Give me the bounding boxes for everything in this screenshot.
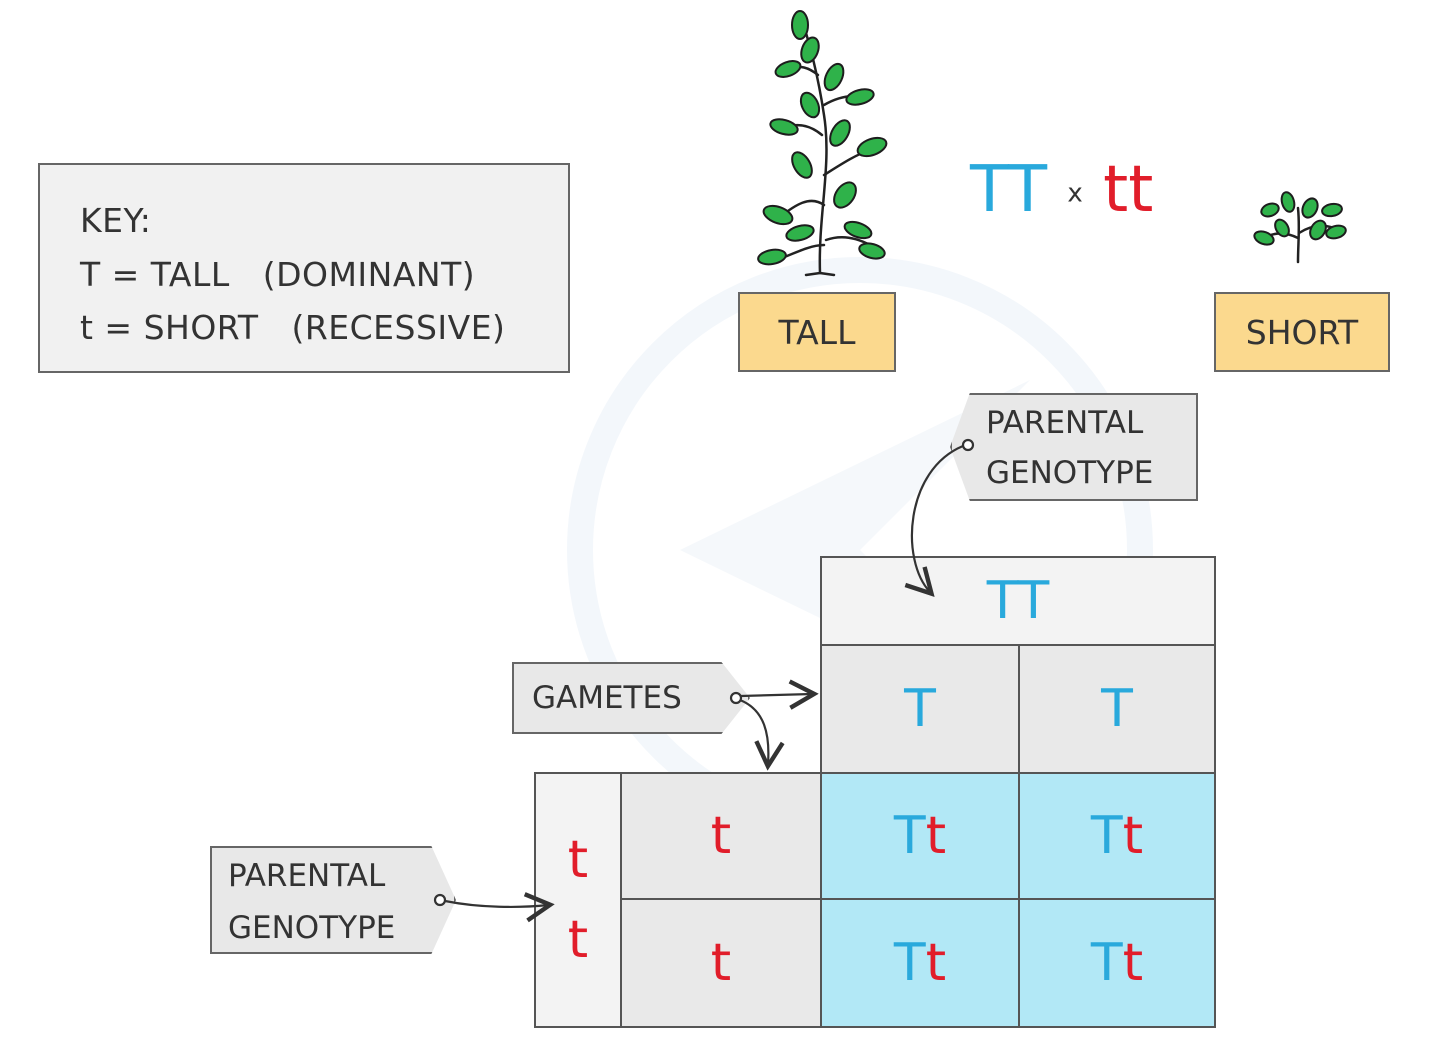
short-plant-icon [1253, 191, 1347, 264]
parental-cross: TT x tt [970, 150, 1153, 233]
offspring-allele-dominant: T [893, 806, 926, 866]
arrow-to-top-gametes [740, 694, 812, 696]
offspring-allele-recessive: t [1122, 806, 1144, 866]
gametes-tag: GAMETES [512, 662, 750, 734]
offspring-allele-recessive: t [925, 806, 947, 866]
cross-recessive-parent: tt [1103, 153, 1154, 227]
top-parent-genotype-cell: TT [820, 556, 1216, 646]
tall-label: TALL [738, 292, 896, 372]
top-gamete-cell-2: T [1018, 644, 1216, 774]
key-box: KEY: T = TALL (DOMINANT) t = SHORT (RECE… [38, 163, 570, 373]
tag-top-line2: GENOTYPE [986, 455, 1154, 491]
left-parent-genotype-cell: t t [534, 772, 622, 1028]
short-label: SHORT [1214, 292, 1390, 372]
offspring-allele-dominant: T [893, 933, 926, 993]
arrow-to-left-gametes [739, 698, 768, 764]
offspring-allele-dominant: T [1090, 933, 1123, 993]
cross-dominant-parent: TT [970, 153, 1048, 227]
cross-times-symbol: x [1067, 178, 1083, 209]
parental-genotype-tag-left: PARENTAL GENOTYPE [210, 846, 456, 954]
tag-top-line1: PARENTAL [986, 405, 1144, 441]
tag-left-line2: GENOTYPE [228, 910, 396, 946]
key-dominant-line: T = TALL (DOMINANT) [80, 255, 476, 294]
key-recessive-line: t = SHORT (RECESSIVE) [80, 308, 506, 347]
offspring-allele-dominant: T [1090, 806, 1123, 866]
parental-genotype-tag-top: PARENTAL GENOTYPE [950, 393, 1198, 501]
arrow-to-left-parent [444, 901, 548, 907]
offspring-allele-recessive: t [925, 933, 947, 993]
tall-plant-icon [757, 10, 888, 277]
gametes-label: GAMETES [532, 680, 682, 716]
left-parent-allele-2: t [567, 910, 589, 970]
offspring-allele-recessive: t [1122, 933, 1144, 993]
key-title: KEY: [80, 201, 152, 240]
left-parent-allele-1: t [567, 830, 589, 890]
tag-left-line1: PARENTAL [228, 858, 386, 894]
arrow-to-top-parent [912, 444, 964, 592]
